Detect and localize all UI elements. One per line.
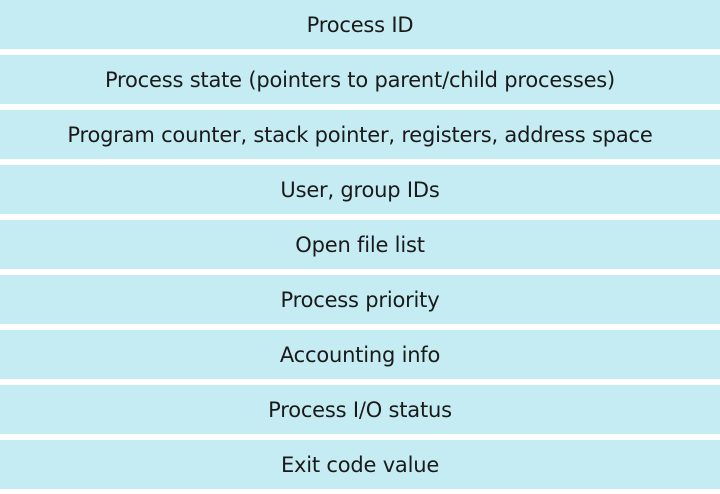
field-label: Process ID [306,12,414,37]
field-process-priority: Process priority [0,275,720,324]
field-label: Accounting info [279,342,441,367]
field-label: Process priority [280,287,440,312]
field-open-file-list: Open file list [0,220,720,269]
field-exit-code: Exit code value [0,440,720,489]
field-label: Program counter, stack pointer, register… [67,122,653,147]
field-label: Open file list [295,232,425,257]
field-label: User, group IDs [280,177,440,202]
field-program-counter: Program counter, stack pointer, register… [0,110,720,159]
field-accounting-info: Accounting info [0,330,720,379]
field-label: Process I/O status [268,397,452,422]
field-label: Process state (pointers to parent/child … [104,67,616,92]
field-io-status: Process I/O status [0,385,720,434]
field-label: Exit code value [280,452,440,477]
field-user-group-ids: User, group IDs [0,165,720,214]
field-process-id: Process ID [0,0,720,49]
field-process-state: Process state (pointers to parent/child … [0,55,720,104]
